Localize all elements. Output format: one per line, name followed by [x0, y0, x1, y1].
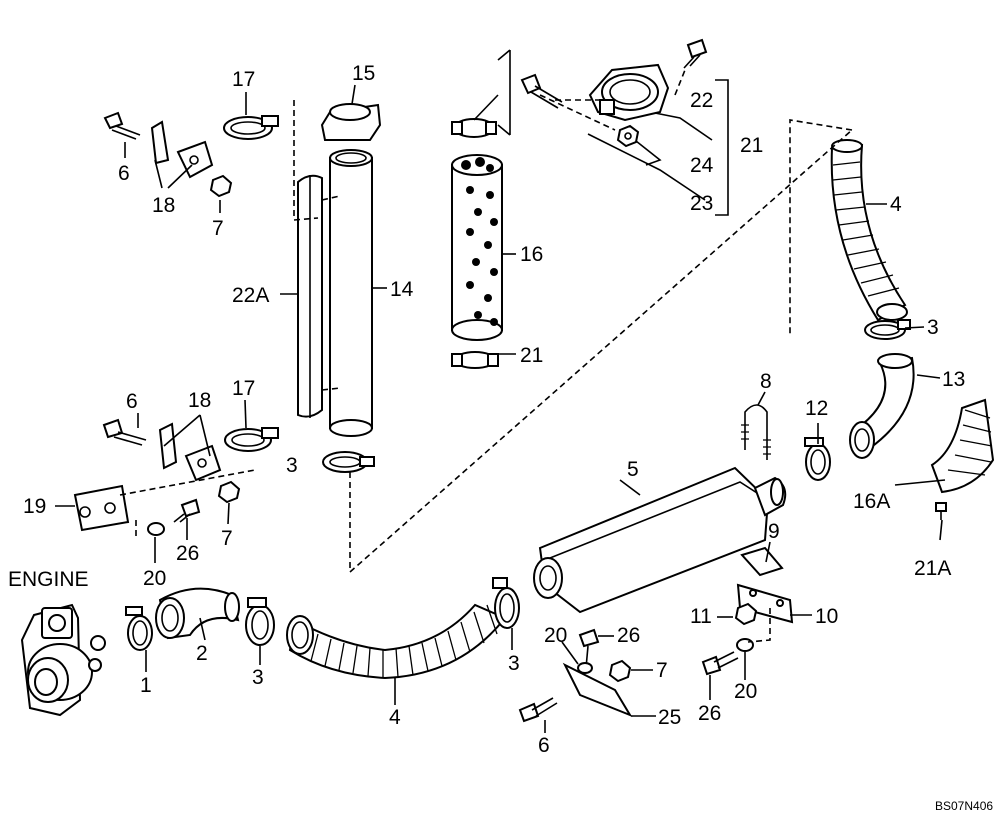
- cap-15: [320, 103, 382, 141]
- clamp-12: [804, 437, 831, 481]
- label-10: 10: [815, 605, 838, 628]
- label-8: 8: [760, 370, 772, 393]
- drawing-code: BS07N406: [935, 799, 993, 813]
- label-16A: 16A: [853, 490, 890, 513]
- u-bolt-8: [741, 404, 771, 460]
- clamp-1: [125, 606, 153, 651]
- clamp-3-upper-right: [864, 319, 911, 340]
- screw-21A: [935, 502, 947, 520]
- rain-cap-21: [588, 63, 670, 122]
- label-4: 4: [389, 706, 401, 729]
- tube-14: [329, 149, 373, 437]
- label-17: 17: [232, 377, 255, 400]
- label-3: 3: [508, 652, 520, 675]
- label-6: 6: [118, 162, 130, 185]
- label-23: 23: [690, 192, 713, 215]
- clamp-21-lower: [451, 351, 499, 369]
- label-13: 13: [942, 368, 965, 391]
- label-20: 20: [734, 680, 757, 703]
- bracket-assembly-lower: [73, 418, 241, 536]
- label-16: 16: [520, 243, 543, 266]
- label-26: 26: [617, 624, 640, 647]
- label-21: 21: [520, 344, 543, 367]
- flex-pipe-4-lower: [286, 603, 507, 680]
- bracket-assembly-upper: [103, 111, 233, 198]
- label-4: 4: [890, 193, 902, 216]
- label-11: 11: [690, 605, 712, 628]
- label-1: 1: [140, 674, 152, 697]
- clamp-3-lower: [245, 597, 275, 646]
- label-5: 5: [627, 458, 639, 481]
- label-25: 25: [658, 706, 681, 729]
- label-7: 7: [656, 659, 668, 682]
- bracket-25: [518, 628, 633, 723]
- engine-turbo: [20, 603, 106, 717]
- label-20: 20: [544, 624, 567, 647]
- label-26: 26: [176, 542, 199, 565]
- cover-16A: [930, 398, 995, 494]
- label-15: 15: [352, 62, 375, 85]
- label-21A: 21A: [914, 557, 951, 580]
- bracket-9-10: [736, 546, 794, 624]
- callout-lines: [55, 84, 946, 733]
- clamp-3-muffler: [492, 577, 520, 629]
- tube-22A: [297, 174, 323, 418]
- nut-24: [616, 124, 640, 148]
- label-14: 14: [390, 278, 414, 301]
- label-21: 21: [740, 134, 763, 157]
- label-engine: ENGINE: [8, 568, 89, 591]
- label-3: 3: [252, 666, 264, 689]
- elbow-13: [849, 353, 915, 459]
- label-6: 6: [126, 390, 138, 413]
- flex-pipe-4-upper: [830, 139, 908, 322]
- leader-lines: [119, 49, 853, 643]
- label-9: 9: [768, 520, 780, 543]
- label-2: 2: [196, 642, 208, 665]
- perforations: [461, 157, 498, 326]
- label-3: 3: [286, 454, 298, 477]
- perforated-tube-16: [451, 154, 503, 341]
- label-12: 12: [805, 397, 828, 420]
- label-20: 20: [143, 567, 166, 590]
- label-17: 17: [232, 68, 255, 91]
- part-labels: ENGINE 1 2 3 4 3 6 25 20 26 7 26 20 11 1…: [8, 62, 993, 813]
- clamp-17-upper: [223, 115, 279, 140]
- label-26: 26: [698, 702, 721, 725]
- label-7: 7: [212, 217, 224, 240]
- fasteners-right: [701, 602, 758, 676]
- bolt-22: [683, 38, 708, 69]
- label-3: 3: [927, 316, 939, 339]
- label-24: 24: [690, 154, 714, 177]
- label-7: 7: [221, 527, 233, 550]
- label-18: 18: [152, 194, 175, 217]
- label-18: 18: [188, 389, 211, 412]
- muffler-5: [533, 466, 787, 614]
- label-22A: 22A: [232, 284, 269, 307]
- label-19: 19: [23, 495, 46, 518]
- clamp-top-center: [451, 118, 497, 138]
- bolt-23: [520, 73, 563, 109]
- clamp-3-tubes: [322, 451, 375, 473]
- elbow-2: [155, 587, 240, 640]
- clamp-17-lower: [224, 427, 279, 452]
- label-22: 22: [690, 89, 713, 112]
- label-6: 6: [538, 734, 550, 757]
